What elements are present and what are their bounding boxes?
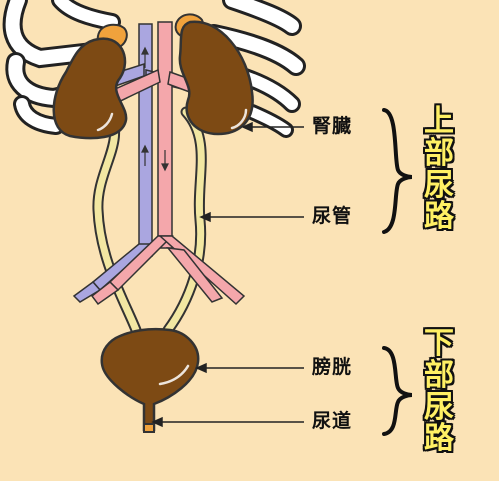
urethra-label: 尿道	[312, 410, 353, 432]
ureter-label: 尿管	[312, 205, 353, 227]
left-kidney	[178, 20, 254, 136]
bladder	[100, 328, 200, 432]
lower-group-char: 尿	[424, 389, 454, 425]
upper-group-char: 部	[424, 135, 454, 171]
braces	[382, 108, 413, 436]
kidney-highlights	[96, 108, 248, 132]
upper-group-char: 路	[424, 199, 454, 235]
upper-group-char: 上	[424, 104, 454, 139]
lower-brace	[382, 346, 413, 436]
right-kidney	[52, 37, 128, 140]
leader-arrows	[151, 121, 304, 428]
lower-group-char: 路	[424, 421, 454, 457]
upper-brace	[382, 108, 413, 234]
bladder-label: 膀胱	[312, 356, 353, 378]
lower-urinary-tract-label: 下 部 尿 路	[419, 328, 459, 455]
lower-group-char: 下	[424, 326, 454, 361]
lower-group-char: 部	[424, 357, 454, 393]
kidney-label: 腎臓	[312, 115, 353, 137]
urethra-tip	[143, 423, 155, 433]
bladder-highlight	[158, 364, 190, 386]
upper-urinary-tract-label: 上 部 尿 路	[419, 106, 459, 233]
ureters	[92, 106, 207, 336]
flow-arrows	[141, 46, 169, 172]
upper-group-char: 尿	[424, 167, 454, 203]
kidneys	[52, 20, 254, 140]
